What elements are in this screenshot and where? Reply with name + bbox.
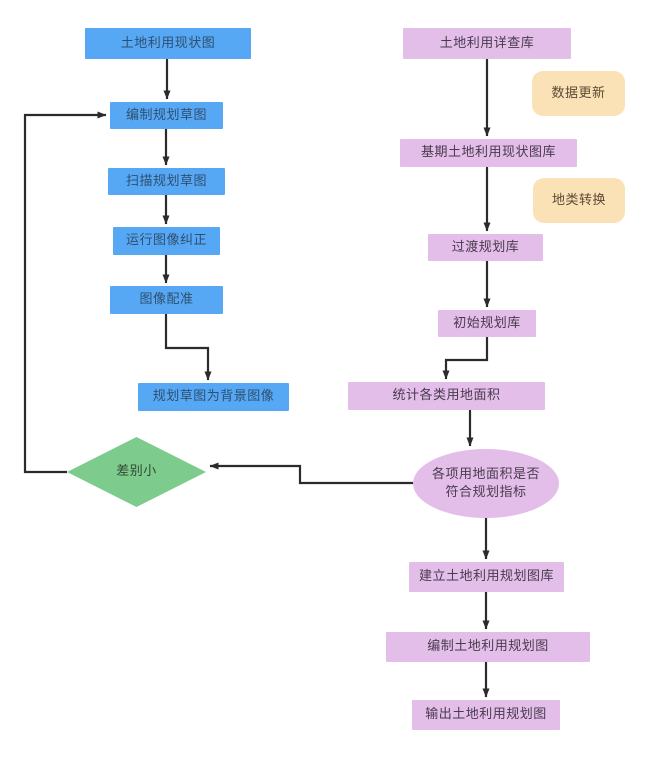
flow-node-n12[interactable]: 过渡规划库	[428, 234, 543, 261]
flow-edge	[442, 337, 489, 380]
flow-node-n16[interactable]: 建立土地利用规划图库	[409, 562, 564, 592]
flow-node-n5[interactable]: 图像配准	[110, 286, 223, 314]
flow-node-n11[interactable]: 地类转换	[533, 178, 625, 223]
flow-node-label: 初始规划库	[453, 315, 521, 331]
flow-node-label: 统计各类用地面积	[392, 388, 501, 404]
flow-node-label: 运行图像纠正	[125, 233, 207, 249]
flow-edge	[164, 314, 212, 381]
flow-node-n2[interactable]: 编制规划草图	[110, 102, 223, 129]
flow-node-label: 差别小	[116, 464, 157, 480]
flow-node-n4[interactable]: 运行图像纠正	[113, 227, 220, 255]
flow-node-n15[interactable]: 各项用地面积是否 符合规划指标	[413, 449, 559, 518]
flow-node-label: 编制土地利用规划图	[427, 639, 549, 655]
flow-node-label: 规划草图为背景图像	[152, 389, 275, 405]
flow-node-n17[interactable]: 编制土地利用规划图	[386, 632, 590, 662]
flow-node-n1[interactable]: 土地利用现状图	[85, 28, 251, 59]
flow-edge	[209, 462, 413, 485]
flow-node-n7[interactable]: 差别小	[67, 437, 206, 507]
flow-node-n6[interactable]: 规划草图为背景图像	[138, 383, 289, 411]
flow-node-label: 编制规划草图	[125, 107, 207, 123]
flow-edge	[23, 111, 107, 474]
flow-node-label: 基期土地利用现状图库	[420, 145, 556, 161]
flow-node-label: 数据更新	[551, 85, 606, 101]
flow-node-label: 地类转换	[551, 192, 606, 208]
flow-node-n3[interactable]: 扫描规划草图	[108, 168, 225, 195]
flow-node-label: 建立土地利用规划图库	[418, 569, 554, 585]
flow-node-label: 输出土地利用规划图	[425, 707, 547, 723]
flow-node-label: 过渡规划库	[451, 239, 520, 255]
flow-node-label: 图像配准	[139, 292, 194, 308]
flow-node-n8[interactable]: 土地利用详查库	[403, 28, 571, 59]
flow-node-label: 土地利用现状图	[120, 35, 216, 51]
flow-node-n14[interactable]: 统计各类用地面积	[348, 382, 545, 410]
flow-node-n18[interactable]: 输出土地利用规划图	[412, 700, 560, 730]
flow-node-label: 扫描规划草图	[125, 173, 207, 189]
flow-node-n13[interactable]: 初始规划库	[438, 310, 536, 337]
flow-node-label: 各项用地面积是否 符合规划指标	[431, 466, 540, 500]
flow-node-label: 土地利用详查库	[439, 35, 535, 51]
flow-node-n9[interactable]: 数据更新	[532, 71, 625, 116]
flow-node-n10[interactable]: 基期土地利用现状图库	[400, 139, 577, 167]
